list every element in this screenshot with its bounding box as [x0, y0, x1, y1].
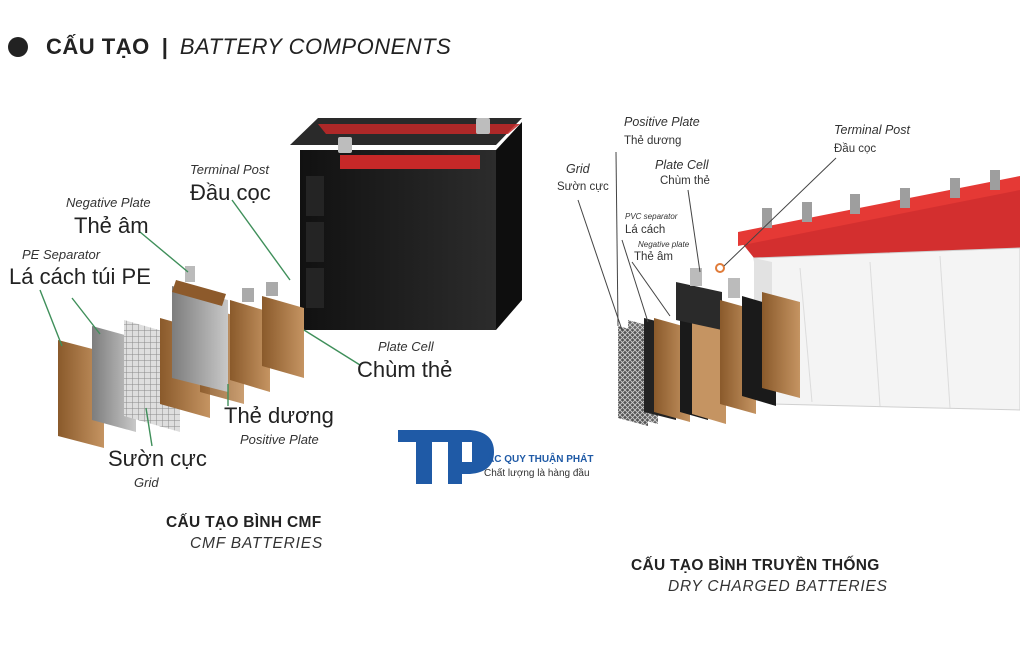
header-title-en: BATTERY COMPONENTS — [179, 34, 452, 59]
dry-grid-en: Grid — [566, 162, 590, 176]
cmf-terminal-post-vi: Đầu cọc — [190, 180, 271, 205]
dry-battery-case — [738, 170, 1020, 411]
dry-leader-lines — [577, 151, 837, 331]
dry-positive-plate-vi: Thẻ dương — [624, 135, 682, 147]
cmf-positive-plate-vi: Thẻ dương — [224, 403, 334, 428]
logo-tagline: Chất lượng là hàng đầu — [484, 468, 590, 479]
dry-terminal-post-en: Terminal Post — [834, 123, 910, 137]
cmf-grid-vi: Sườn cực — [108, 446, 207, 471]
logo-mark — [398, 430, 494, 484]
dry-pvc-separator-en: PVC separator — [625, 212, 678, 221]
header-separator: | — [161, 34, 168, 59]
cmf-negative-plate-vi: Thẻ âm — [74, 213, 149, 238]
cmf-plate-stack — [58, 266, 304, 448]
dry-terminal-post-vi: Đầu cọc — [834, 143, 877, 155]
dry-pvc-separator-vi: Lá cách — [625, 224, 666, 236]
dry-caption-en: DRY CHARGED BATTERIES — [668, 578, 888, 595]
logo-name: ẮC QUY THUẬN PHÁT — [487, 454, 594, 465]
dry-positive-plate-en: Positive Plate — [624, 115, 700, 129]
cmf-plate-cell-vi: Chùm thẻ — [357, 357, 453, 382]
cmf-caption-en: CMF BATTERIES — [190, 535, 323, 552]
dry-negative-plate-vi: Thẻ âm — [634, 251, 673, 263]
cmf-plate-cell-en: Plate Cell — [378, 339, 434, 354]
cmf-caption-vi: CẤU TẠO BÌNH CMF — [166, 514, 322, 531]
bullet-icon — [8, 37, 28, 57]
section-header: CẤU TẠO | BATTERY COMPONENTS — [8, 30, 451, 64]
dry-negative-plate-en: Negative plate — [638, 240, 690, 249]
cmf-negative-plate-en: Negative Plate — [66, 195, 151, 210]
cmf-pe-separator-vi: Lá cách túi PE — [9, 264, 151, 289]
cmf-grid-en: Grid — [134, 475, 159, 490]
dry-plate-cell-vi: Chùm thẻ — [660, 175, 710, 187]
cmf-leader-lines — [39, 199, 361, 447]
dry-grid-vi: Sườn cực — [557, 181, 609, 193]
dry-plate-cell-en: Plate Cell — [655, 158, 709, 172]
cmf-positive-plate-en: Positive Plate — [240, 432, 319, 447]
cmf-battery-case — [290, 118, 522, 330]
cmf-pe-separator-en: PE Separator — [22, 247, 101, 262]
header-title-vi: CẤU TẠO — [46, 34, 150, 59]
dry-caption-vi: CẤU TẠO BÌNH TRUYỀN THỐNG — [631, 557, 880, 574]
cmf-terminal-post-en: Terminal Post — [190, 162, 269, 177]
dry-plate-stack — [618, 263, 800, 426]
